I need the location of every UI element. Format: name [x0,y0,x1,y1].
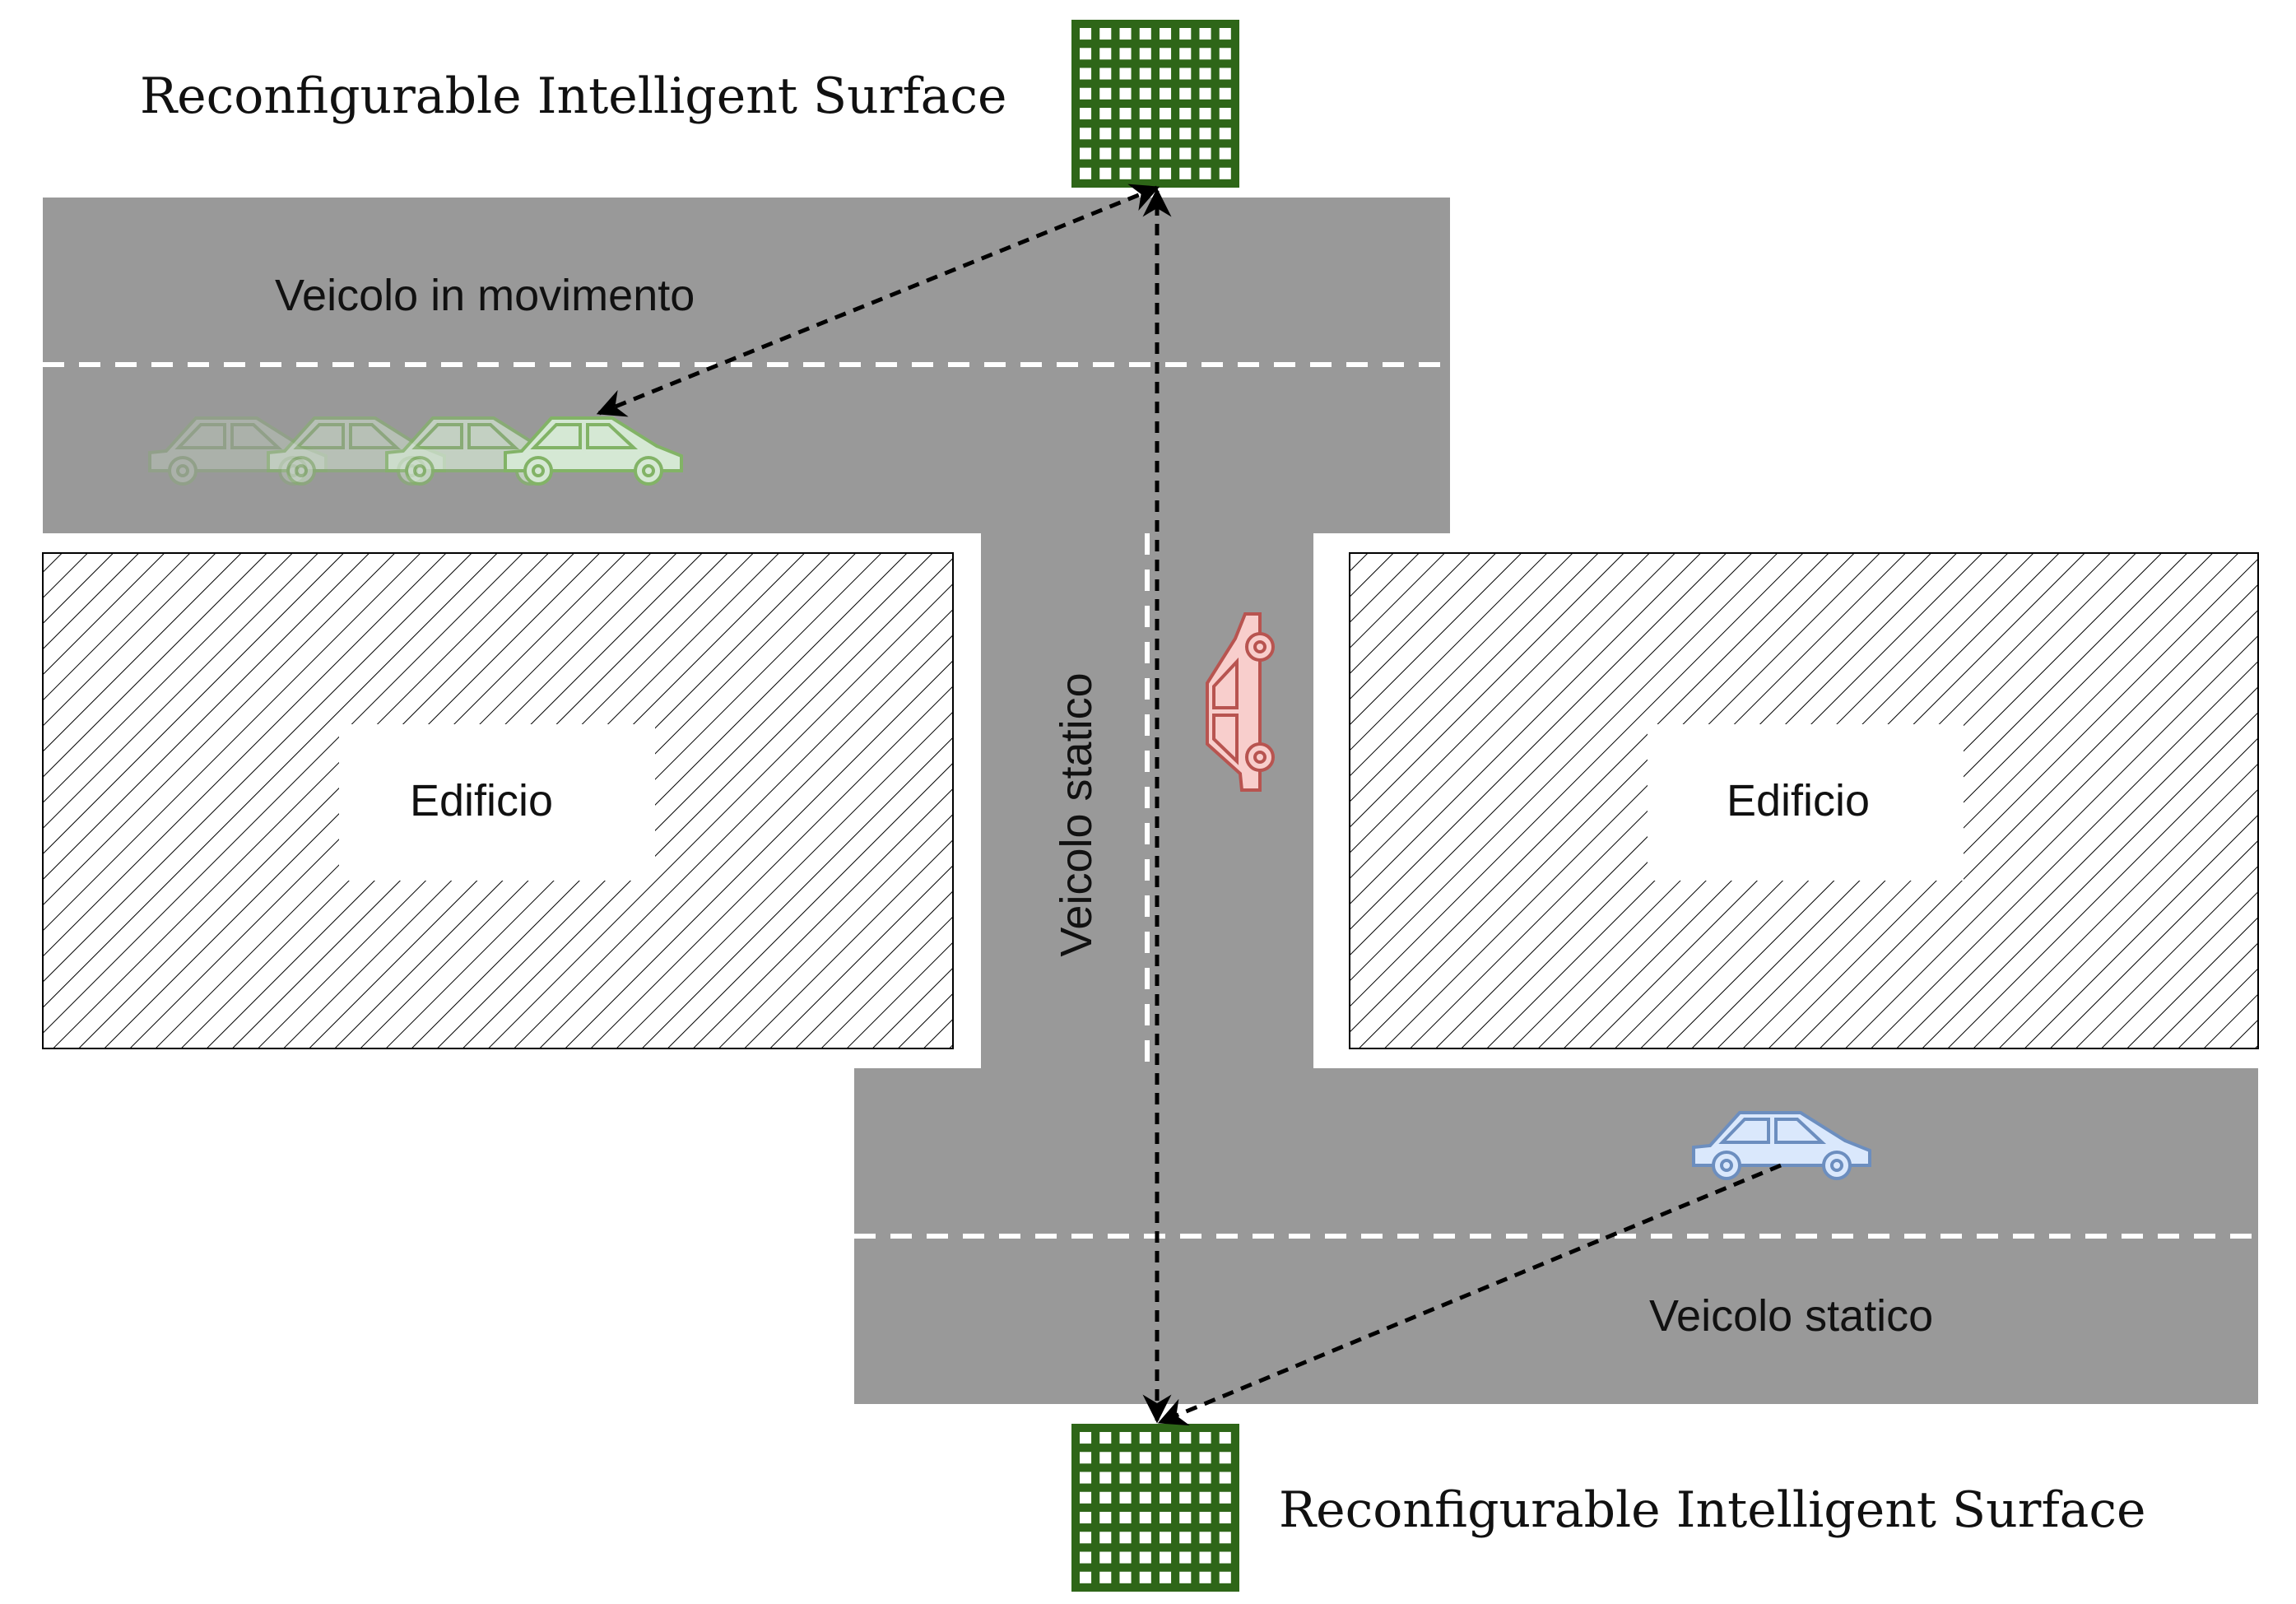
link-arrow-ris-top-to-moving-vehicle [596,184,1160,417]
road-vertical-vehicle-label: Veicolo statico [1052,672,1101,957]
ris-bottom-label: Reconfigurable Intelligent Surface [1279,1481,2146,1539]
road-top-vehicle-label: Veicolo in movimento [275,271,695,320]
building-left-label: Edificio [410,776,554,825]
road-bottom-vehicle-label: Veicolo statico [1649,1291,1934,1341]
ris-top-label: Reconfigurable Intelligent Surface [140,67,1007,125]
link-arrow-static-vehicle-to-ris-bottom [1157,1163,1782,1426]
ris-panel-top-icon [1071,20,1239,188]
building-right-label: Edificio [1727,776,1871,825]
building-left-label-box [339,724,655,881]
ris-panel-bottom-icon [1071,1424,1239,1592]
building-right-label-box [1648,724,1964,881]
